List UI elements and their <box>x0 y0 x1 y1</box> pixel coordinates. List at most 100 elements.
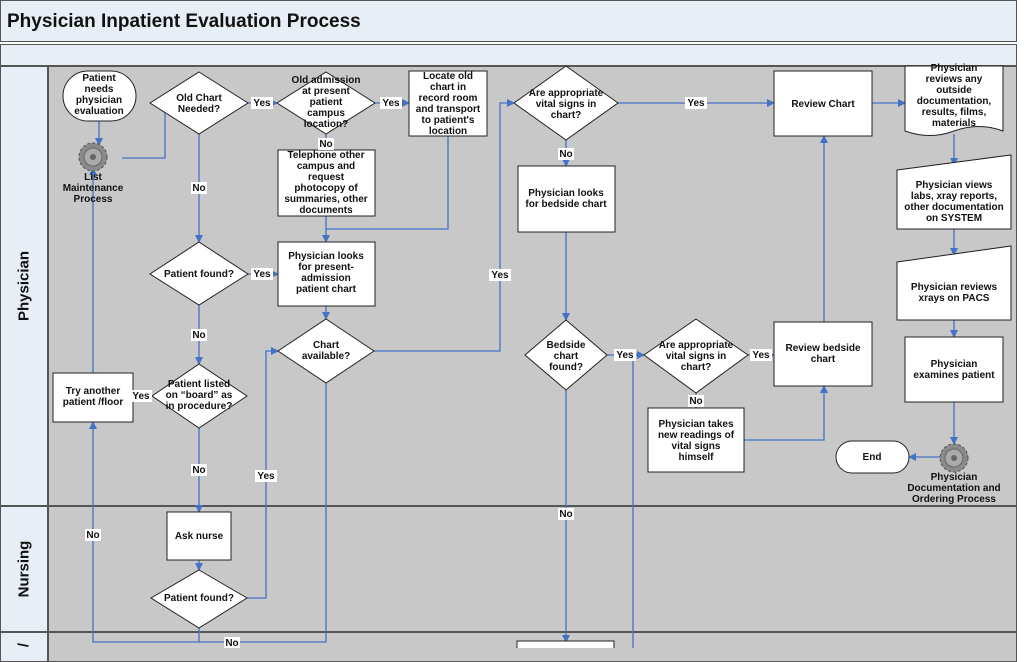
node-label-start: evaluation <box>74 106 123 117</box>
node-label-looks-bedside: Physician looks <box>528 188 604 199</box>
node-label-telephone: photocopy of <box>294 183 358 194</box>
new-readings-box <box>647 407 745 473</box>
edge-label-bg <box>750 349 772 361</box>
bedside-found-decision <box>524 319 608 391</box>
edge-label-no: No <box>225 638 238 648</box>
outside-docs-box <box>904 65 1004 136</box>
edge-label-yes: Yes <box>132 391 150 402</box>
edge-label-yes: Yes <box>491 270 509 281</box>
node-label-review-bedside: Review bedside <box>785 343 860 354</box>
node-label-vitals-q2: chart? <box>681 362 712 373</box>
node-label-bedside-found: Bedside <box>547 340 586 351</box>
node-label-examines: Physician <box>931 359 978 370</box>
node-label-vitals-q2: Are appropriate <box>659 340 734 351</box>
node-label-reviews-xrays: xrays on PACS <box>919 293 990 304</box>
node-label-list-maint: List <box>84 172 102 183</box>
node-label-old-admission: Old admission <box>292 75 361 86</box>
node-label-vitals-q2: vital signs in <box>666 351 727 362</box>
edge-label-no: No <box>559 149 572 160</box>
node-label-review-bedside: chart <box>811 354 836 365</box>
node-label-old-admission: campus <box>307 108 345 119</box>
node-label-views-labs: on SYSTEM <box>926 213 982 224</box>
node-label-outside-docs: Physician <box>931 63 978 74</box>
review-chart-box <box>773 70 873 137</box>
title-bar: Physician Inpatient Evaluation Process <box>0 0 1017 42</box>
node-label-old-admission: at present <box>302 86 350 97</box>
node-label-old-chart: Needed? <box>178 104 220 115</box>
edge-label-yes: Yes <box>257 471 275 482</box>
looks-present-box <box>277 241 376 307</box>
edge-label-yes: Yes <box>616 350 634 361</box>
node-label-looks-present: for present- <box>298 262 354 273</box>
ask-nurse-box <box>166 511 232 561</box>
node-label-views-labs: other documentation <box>904 202 1003 213</box>
edge-label-yes: Yes <box>253 269 271 280</box>
node-label-new-readings: Physician takes <box>658 419 733 430</box>
node-label-locate-old: location <box>429 126 467 137</box>
node-label-locate-old: to patient's <box>422 115 475 126</box>
edge-label-bg <box>85 529 101 541</box>
examines-box <box>904 336 1004 403</box>
shapes <box>52 65 1012 648</box>
node-label-views-labs: Physician views <box>916 180 993 191</box>
node-label-list-maint: Process <box>74 194 113 205</box>
node-label-reviews-xrays: Physician reviews <box>911 282 998 293</box>
node-label-looks-bedside: for bedside chart <box>525 199 607 210</box>
node-label-telephone: documents <box>299 205 353 216</box>
node-label-ask-nurse: Ask nurse <box>175 531 224 542</box>
edge-label-no: No <box>192 183 205 194</box>
node-label-telephone: Telephone other <box>287 150 364 161</box>
start-node <box>62 70 137 122</box>
gear-icon <box>78 142 108 172</box>
edge-label-yes: Yes <box>752 350 770 361</box>
node-label-old-admission: patient <box>310 97 343 108</box>
edge-label-bg <box>318 138 334 150</box>
node-label-bedside-found: found? <box>549 362 583 373</box>
node-label-new-readings: himself <box>678 452 714 463</box>
node-label-old-admission: location? <box>304 119 348 130</box>
node-label-chart-available: Chart <box>313 340 340 351</box>
node-label-looks-present: patient chart <box>296 284 357 295</box>
lane-header-nursing: Nursing <box>0 506 48 632</box>
edge-label-no: No <box>86 530 99 541</box>
looks-bedside-box <box>517 165 616 233</box>
node-label-doc-order: Documentation and <box>907 483 1000 494</box>
edge-label-yes: Yes <box>382 98 400 109</box>
edge-label-bg <box>130 390 152 402</box>
locate-old-chart-box <box>408 70 488 137</box>
reviews-xrays-box <box>896 245 1012 321</box>
header-row <box>0 44 1017 66</box>
node-label-outside-docs: materials <box>932 118 976 129</box>
gear-icon <box>939 443 969 473</box>
patient-found-decision-2 <box>150 569 248 629</box>
edge-label-bg <box>224 637 240 648</box>
views-labs-box <box>896 154 1012 230</box>
edge-label-bg <box>191 464 207 476</box>
edge-label-no: No <box>689 396 702 407</box>
node-label-start: Patient <box>82 73 116 84</box>
edge-label-bg <box>558 508 574 520</box>
node-label-patient-found2: Patient found? <box>164 593 234 604</box>
patient-found-decision-1 <box>149 241 249 306</box>
edge-label-yes: Yes <box>687 98 705 109</box>
node-label-locate-old: chart in <box>430 82 466 93</box>
node-label-locate-old: and transport <box>416 104 481 115</box>
node-label-views-labs: labs, xray reports, <box>911 191 997 202</box>
node-label-telephone: campus and <box>297 161 355 172</box>
edge-label-bg <box>191 329 207 341</box>
node-label-outside-docs: outside <box>936 85 972 96</box>
edge-label-bg <box>380 97 402 109</box>
edge-label-bg <box>685 97 707 109</box>
node-label-outside-docs: results, films, <box>922 107 987 118</box>
node-label-doc-order: Physician <box>931 472 978 483</box>
node-label-old-chart: Old Chart <box>176 93 222 104</box>
node-label-outside-docs: documentation, <box>917 96 992 107</box>
edge-label-bg <box>614 349 636 361</box>
edge-label-bg <box>251 268 273 280</box>
node-label-locate-old: Locate old <box>423 71 473 82</box>
edge-label-yes: Yes <box>253 98 271 109</box>
end-node <box>835 440 910 474</box>
